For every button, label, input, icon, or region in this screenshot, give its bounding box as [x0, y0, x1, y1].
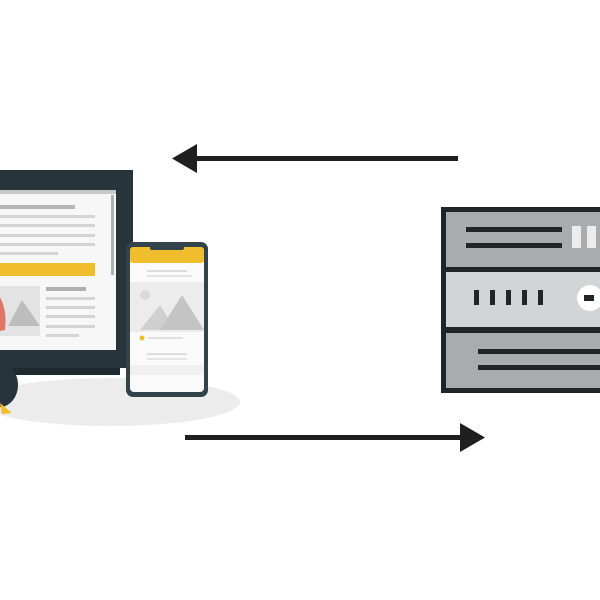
server-icon	[441, 207, 600, 393]
person-figure	[0, 297, 18, 414]
request-arrow	[185, 423, 485, 452]
response-arrow	[172, 144, 458, 173]
monitor-icon	[0, 170, 133, 375]
phone-icon	[126, 242, 208, 397]
